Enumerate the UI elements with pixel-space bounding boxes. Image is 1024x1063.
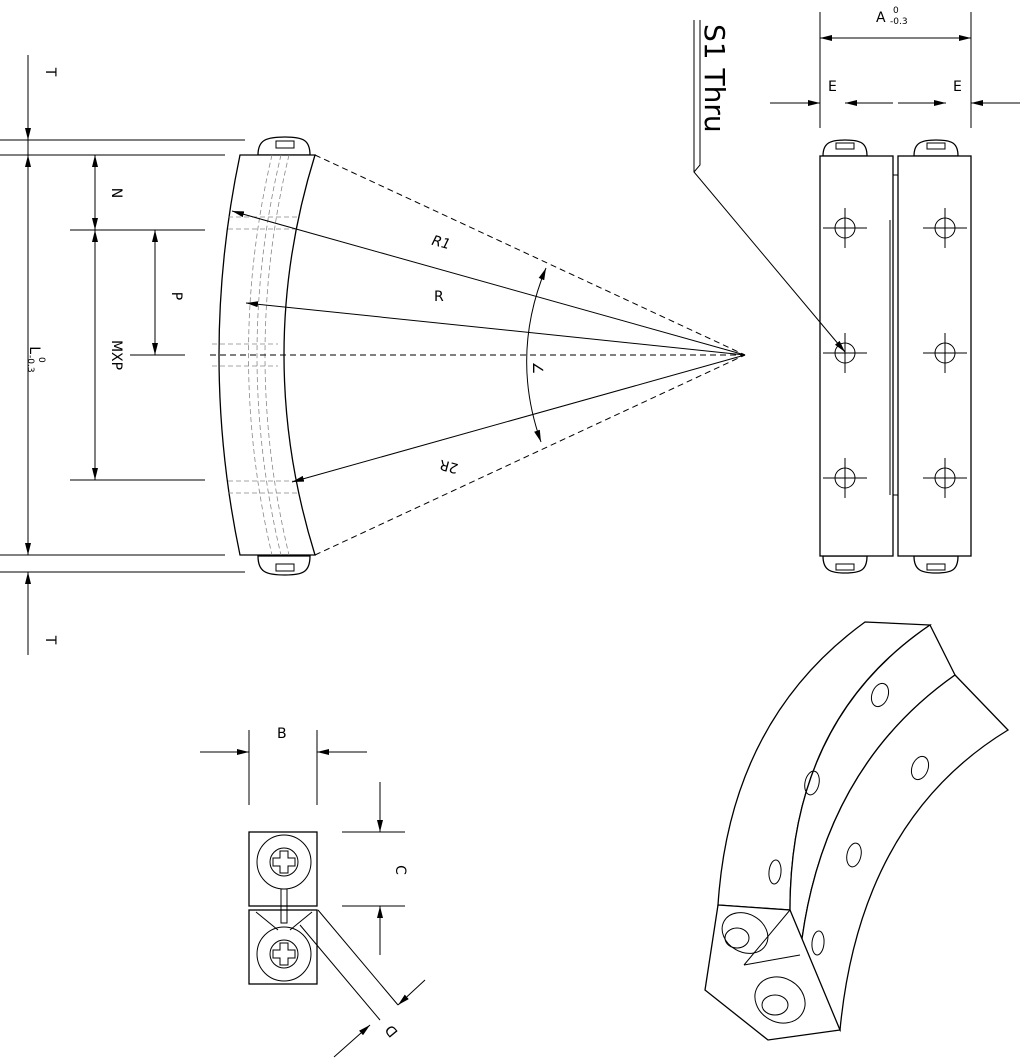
mxp-label: MXP <box>108 340 124 370</box>
radius-construction: R1 R 2R ∠ <box>210 154 746 556</box>
r-label: R <box>434 289 444 305</box>
r2-label: 2R <box>438 456 460 476</box>
screw-head-top <box>257 136 311 156</box>
t-top-label: T <box>42 67 58 77</box>
b-label: B <box>277 726 287 742</box>
isometric-view <box>704 621 1010 1041</box>
a-dimension-label: A 0 -0.3 <box>876 6 908 27</box>
e-right-label: E <box>953 79 962 95</box>
svg-text:0: 0 <box>36 357 46 363</box>
n-label: N <box>108 188 124 198</box>
t-bottom-label: T <box>42 635 58 645</box>
d-label: D <box>382 1021 401 1040</box>
arc-segment-front-view <box>212 136 316 576</box>
hole-callout-label: S1 Thru <box>698 24 731 133</box>
screw-head-bottom <box>257 555 311 576</box>
l-dimension-label: L 0 -0.3 <box>25 346 46 372</box>
screw-detail-view: B C D <box>200 726 426 1058</box>
angle-label: ∠ <box>529 362 545 375</box>
e-left-label: E <box>828 79 837 95</box>
svg-text:-0.3: -0.3 <box>890 17 908 27</box>
r1-label: R1 <box>430 233 452 253</box>
svg-text:-0.3: -0.3 <box>25 355 35 373</box>
svg-text:L: L <box>26 346 42 354</box>
side-view: A 0 -0.3 E E S1 Thru <box>693 6 1020 574</box>
p-label: P <box>168 292 184 300</box>
svg-text:0: 0 <box>893 6 899 16</box>
c-label: C <box>392 865 408 875</box>
left-dimensions: T L 0 -0.3 T N MXP P <box>0 55 245 655</box>
svg-text:A: A <box>876 10 886 26</box>
